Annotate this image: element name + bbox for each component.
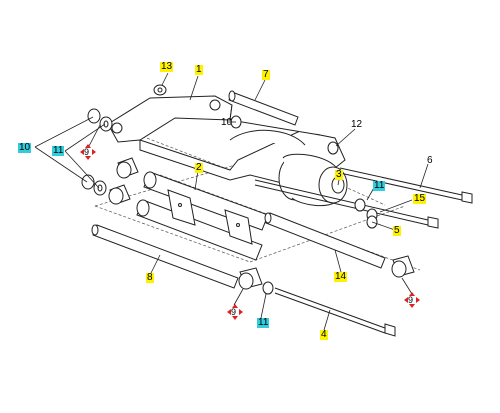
red-arrow-cross-icon: 9 <box>404 292 420 308</box>
callout-5: 5 <box>393 225 401 236</box>
callout-9-right: 9 <box>408 295 414 305</box>
part-14-rod <box>264 212 386 269</box>
callout-9-bottom: 9 <box>231 307 237 317</box>
part-8-rod <box>91 224 239 289</box>
callout-3: 3 <box>335 169 343 180</box>
part-10-washer-upper <box>87 108 242 132</box>
callout-10-upper: 10 <box>221 117 233 128</box>
left-bushings <box>81 157 139 205</box>
callout-13: 13 <box>160 61 174 72</box>
callout-4: 4 <box>320 329 328 340</box>
callout-6: 6 <box>427 155 433 166</box>
callout-10-left: 10 <box>18 142 32 153</box>
callout-11-right: 11 <box>373 180 386 191</box>
callout-11-bottom: 11 <box>257 317 270 328</box>
part-6-bolt <box>339 167 473 204</box>
red-arrow-cross-icon: 9 <box>227 304 243 320</box>
callout-14: 14 <box>334 271 348 282</box>
callout-2: 2 <box>195 162 203 173</box>
callout-12: 12 <box>351 119 363 130</box>
callout-1: 1 <box>195 64 203 75</box>
swing-arm-frame <box>107 95 348 207</box>
part-4-bolt <box>274 287 396 337</box>
part-12-nut <box>327 141 339 155</box>
part-2-bracket <box>136 171 269 261</box>
red-arrow-cross-icon: 9 <box>80 144 96 160</box>
callout-9-left: 9 <box>84 147 90 157</box>
callout-15: 15 <box>413 193 427 204</box>
part-13-nut <box>153 84 167 96</box>
callout-11-left: 11 <box>52 145 65 156</box>
callout-8: 8 <box>146 272 154 283</box>
bottom-bushings <box>238 255 415 295</box>
part-7-rod <box>228 90 299 126</box>
callout-7: 7 <box>262 69 270 80</box>
